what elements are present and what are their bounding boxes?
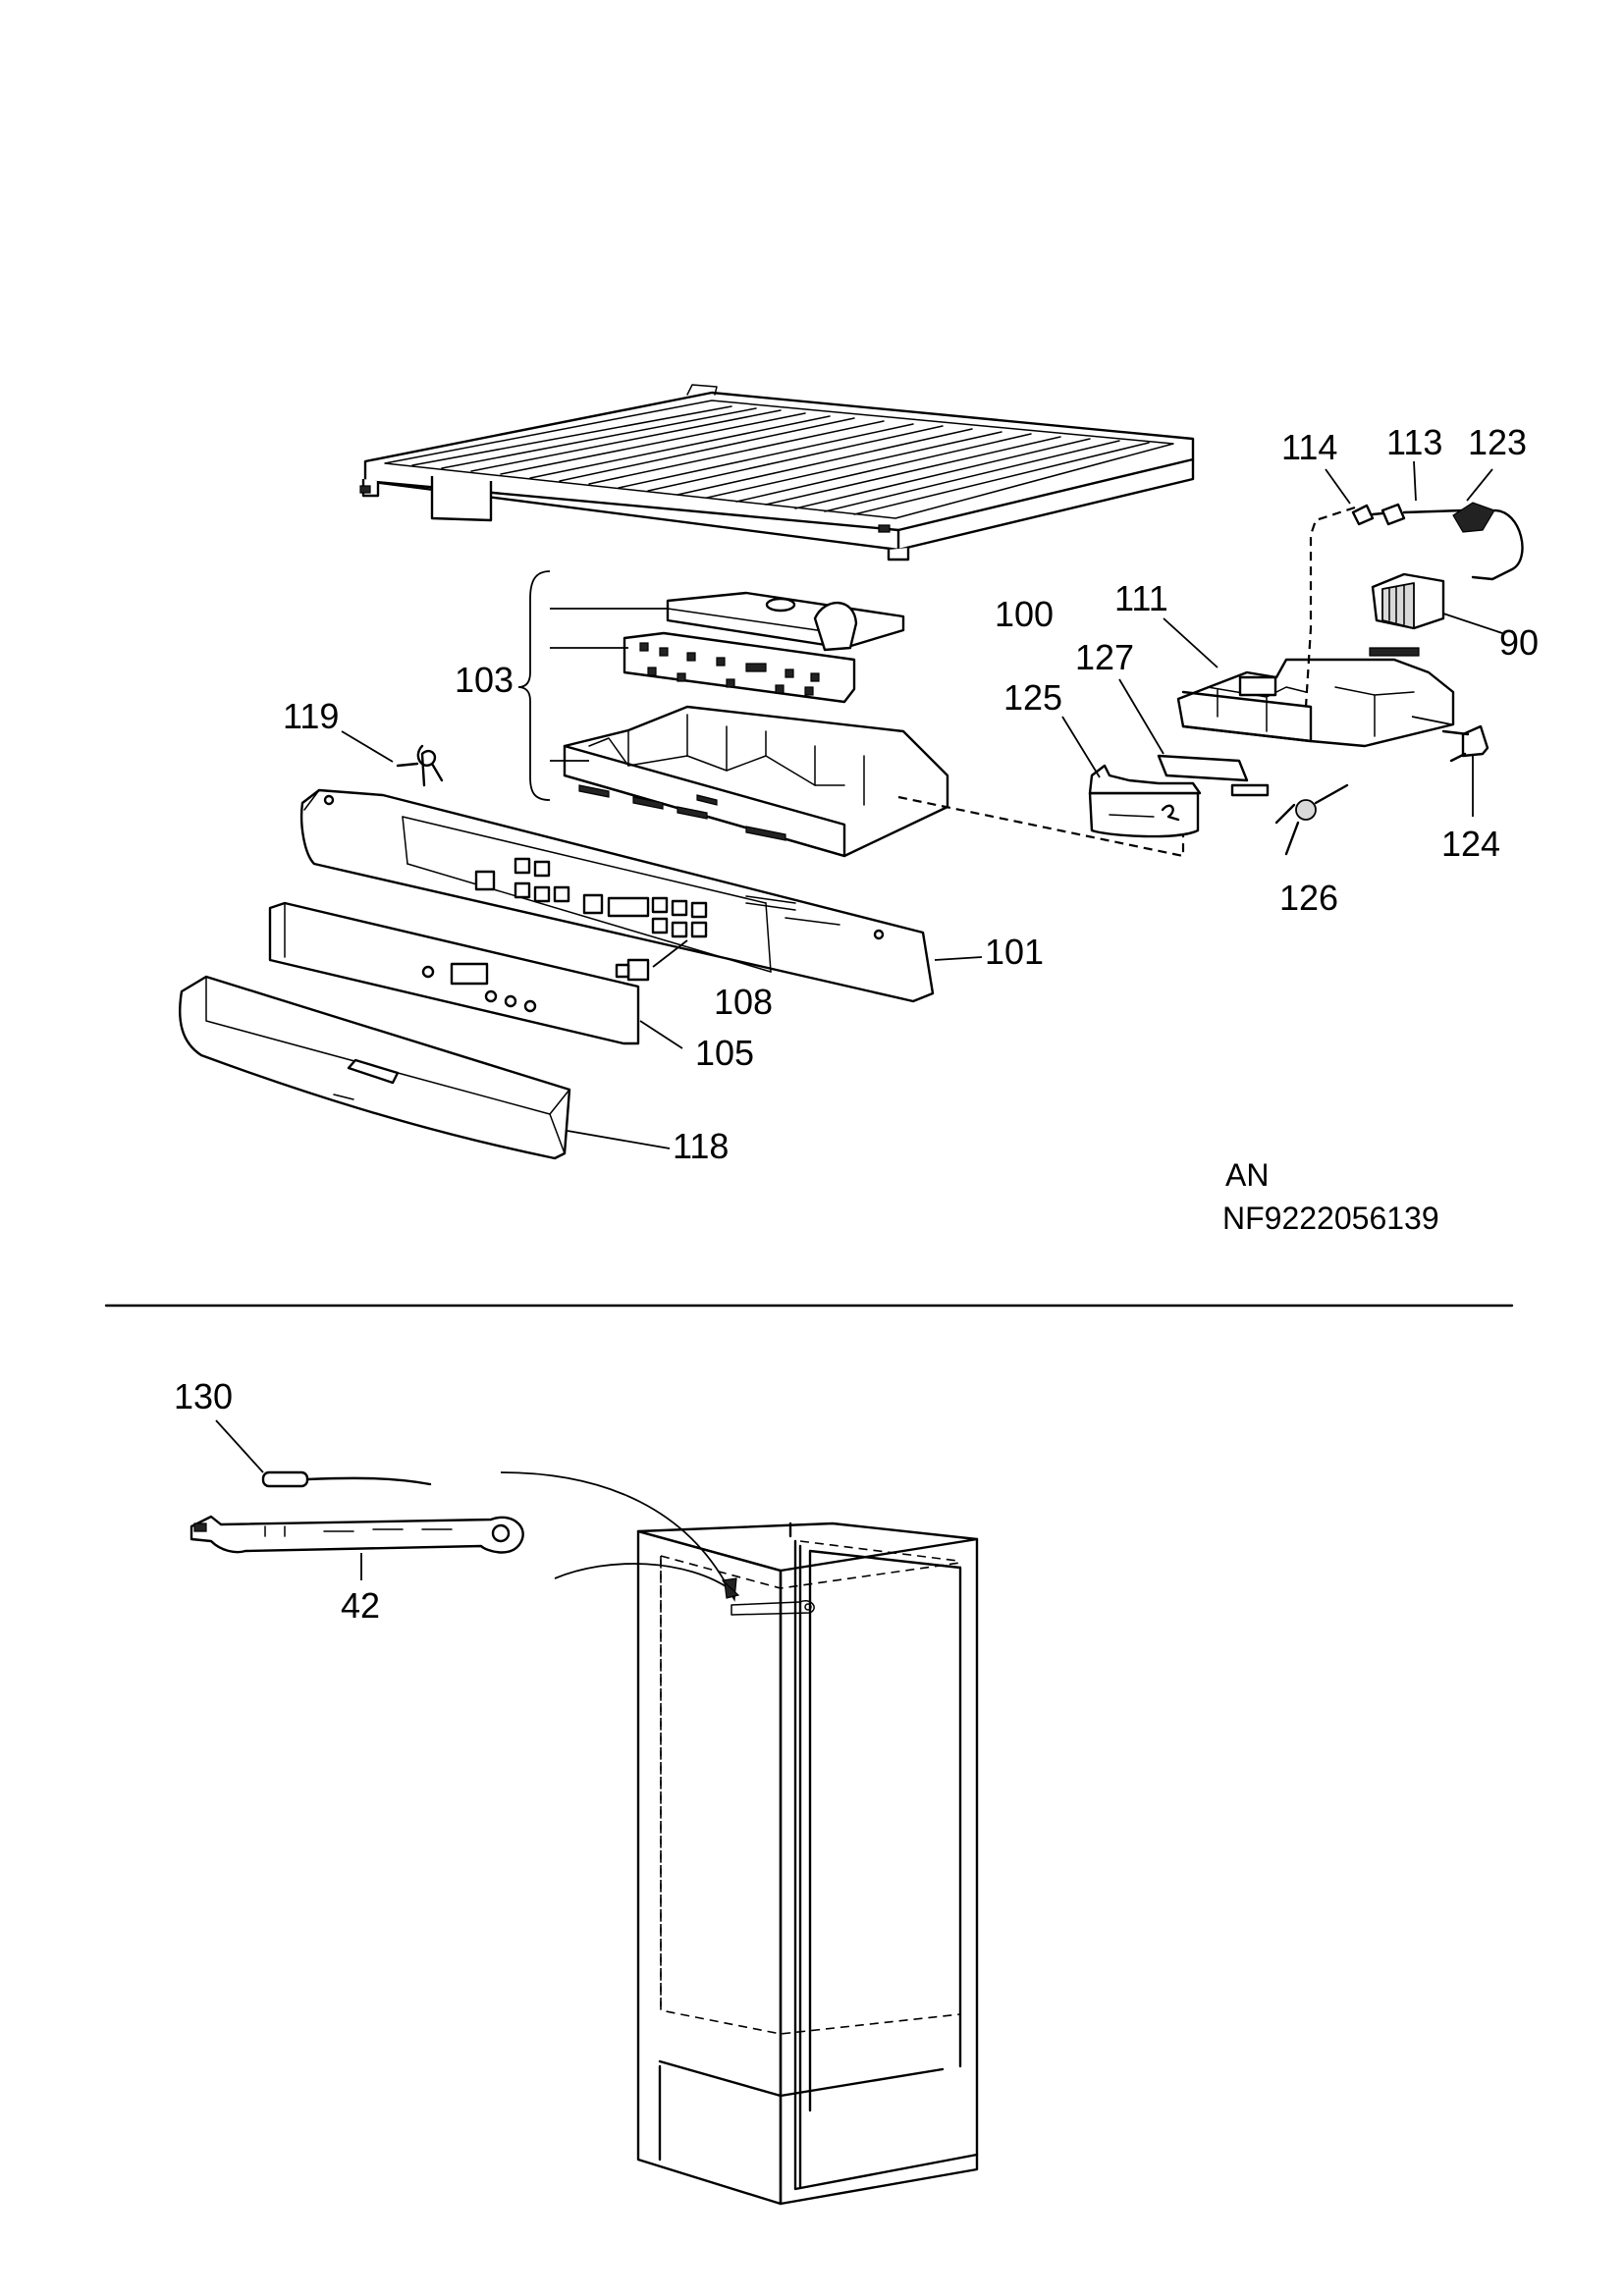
callout-125: 125 [1003, 677, 1062, 718]
callout-126: 126 [1279, 878, 1338, 918]
part-123-plug-cable [1452, 468, 1524, 581]
callout-90: 90 [1499, 622, 1539, 663]
part-126-spring [1274, 783, 1349, 856]
part-108-switch-knob [615, 939, 688, 982]
callout-108: 108 [714, 982, 773, 1022]
part-130-sensor-probe [215, 1419, 432, 1488]
cabinet-outline [636, 1522, 979, 2206]
callout-111: 111 [1114, 578, 1168, 618]
callout-114: 114 [1281, 427, 1337, 467]
callout-100: 100 [995, 594, 1054, 634]
callout-127: 127 [1075, 637, 1134, 677]
callout-123: 123 [1468, 422, 1527, 462]
callout-105: 105 [695, 1033, 754, 1073]
version-code: AN [1225, 1157, 1269, 1193]
part-100-top-grid-panel [359, 384, 1195, 561]
part-119-spring [341, 730, 444, 787]
part-number: NF9222056139 [1222, 1201, 1439, 1236]
part-101-front-panel [299, 788, 983, 1003]
part-111-base-bracket [1163, 617, 1455, 748]
part-118-front-trim [179, 975, 671, 1160]
callout-119: 119 [283, 696, 339, 736]
part-127-actuator [1118, 678, 1270, 797]
callout-103: 103 [455, 660, 514, 700]
callout-labels: 114 113 123 100 111 90 127 125 103 119 1… [174, 422, 1539, 1626]
callout-118: 118 [673, 1126, 729, 1166]
part-90-transformer [1371, 572, 1503, 634]
callout-101: 101 [985, 932, 1044, 972]
part-113-connector [1371, 460, 1465, 526]
part-114-connector [1325, 468, 1375, 526]
callout-113: 113 [1386, 422, 1442, 462]
part-103-control-module [517, 570, 949, 858]
part-124-clip [1411, 716, 1489, 817]
part-105-display-fascia [268, 901, 683, 1049]
installation-arrows [500, 1471, 740, 1602]
part-125-switch-cover [1061, 716, 1202, 838]
callout-42: 42 [341, 1585, 380, 1626]
callout-130: 130 [174, 1376, 233, 1416]
callout-124: 124 [1441, 824, 1500, 864]
part-42-sensor-holder [189, 1515, 524, 1580]
